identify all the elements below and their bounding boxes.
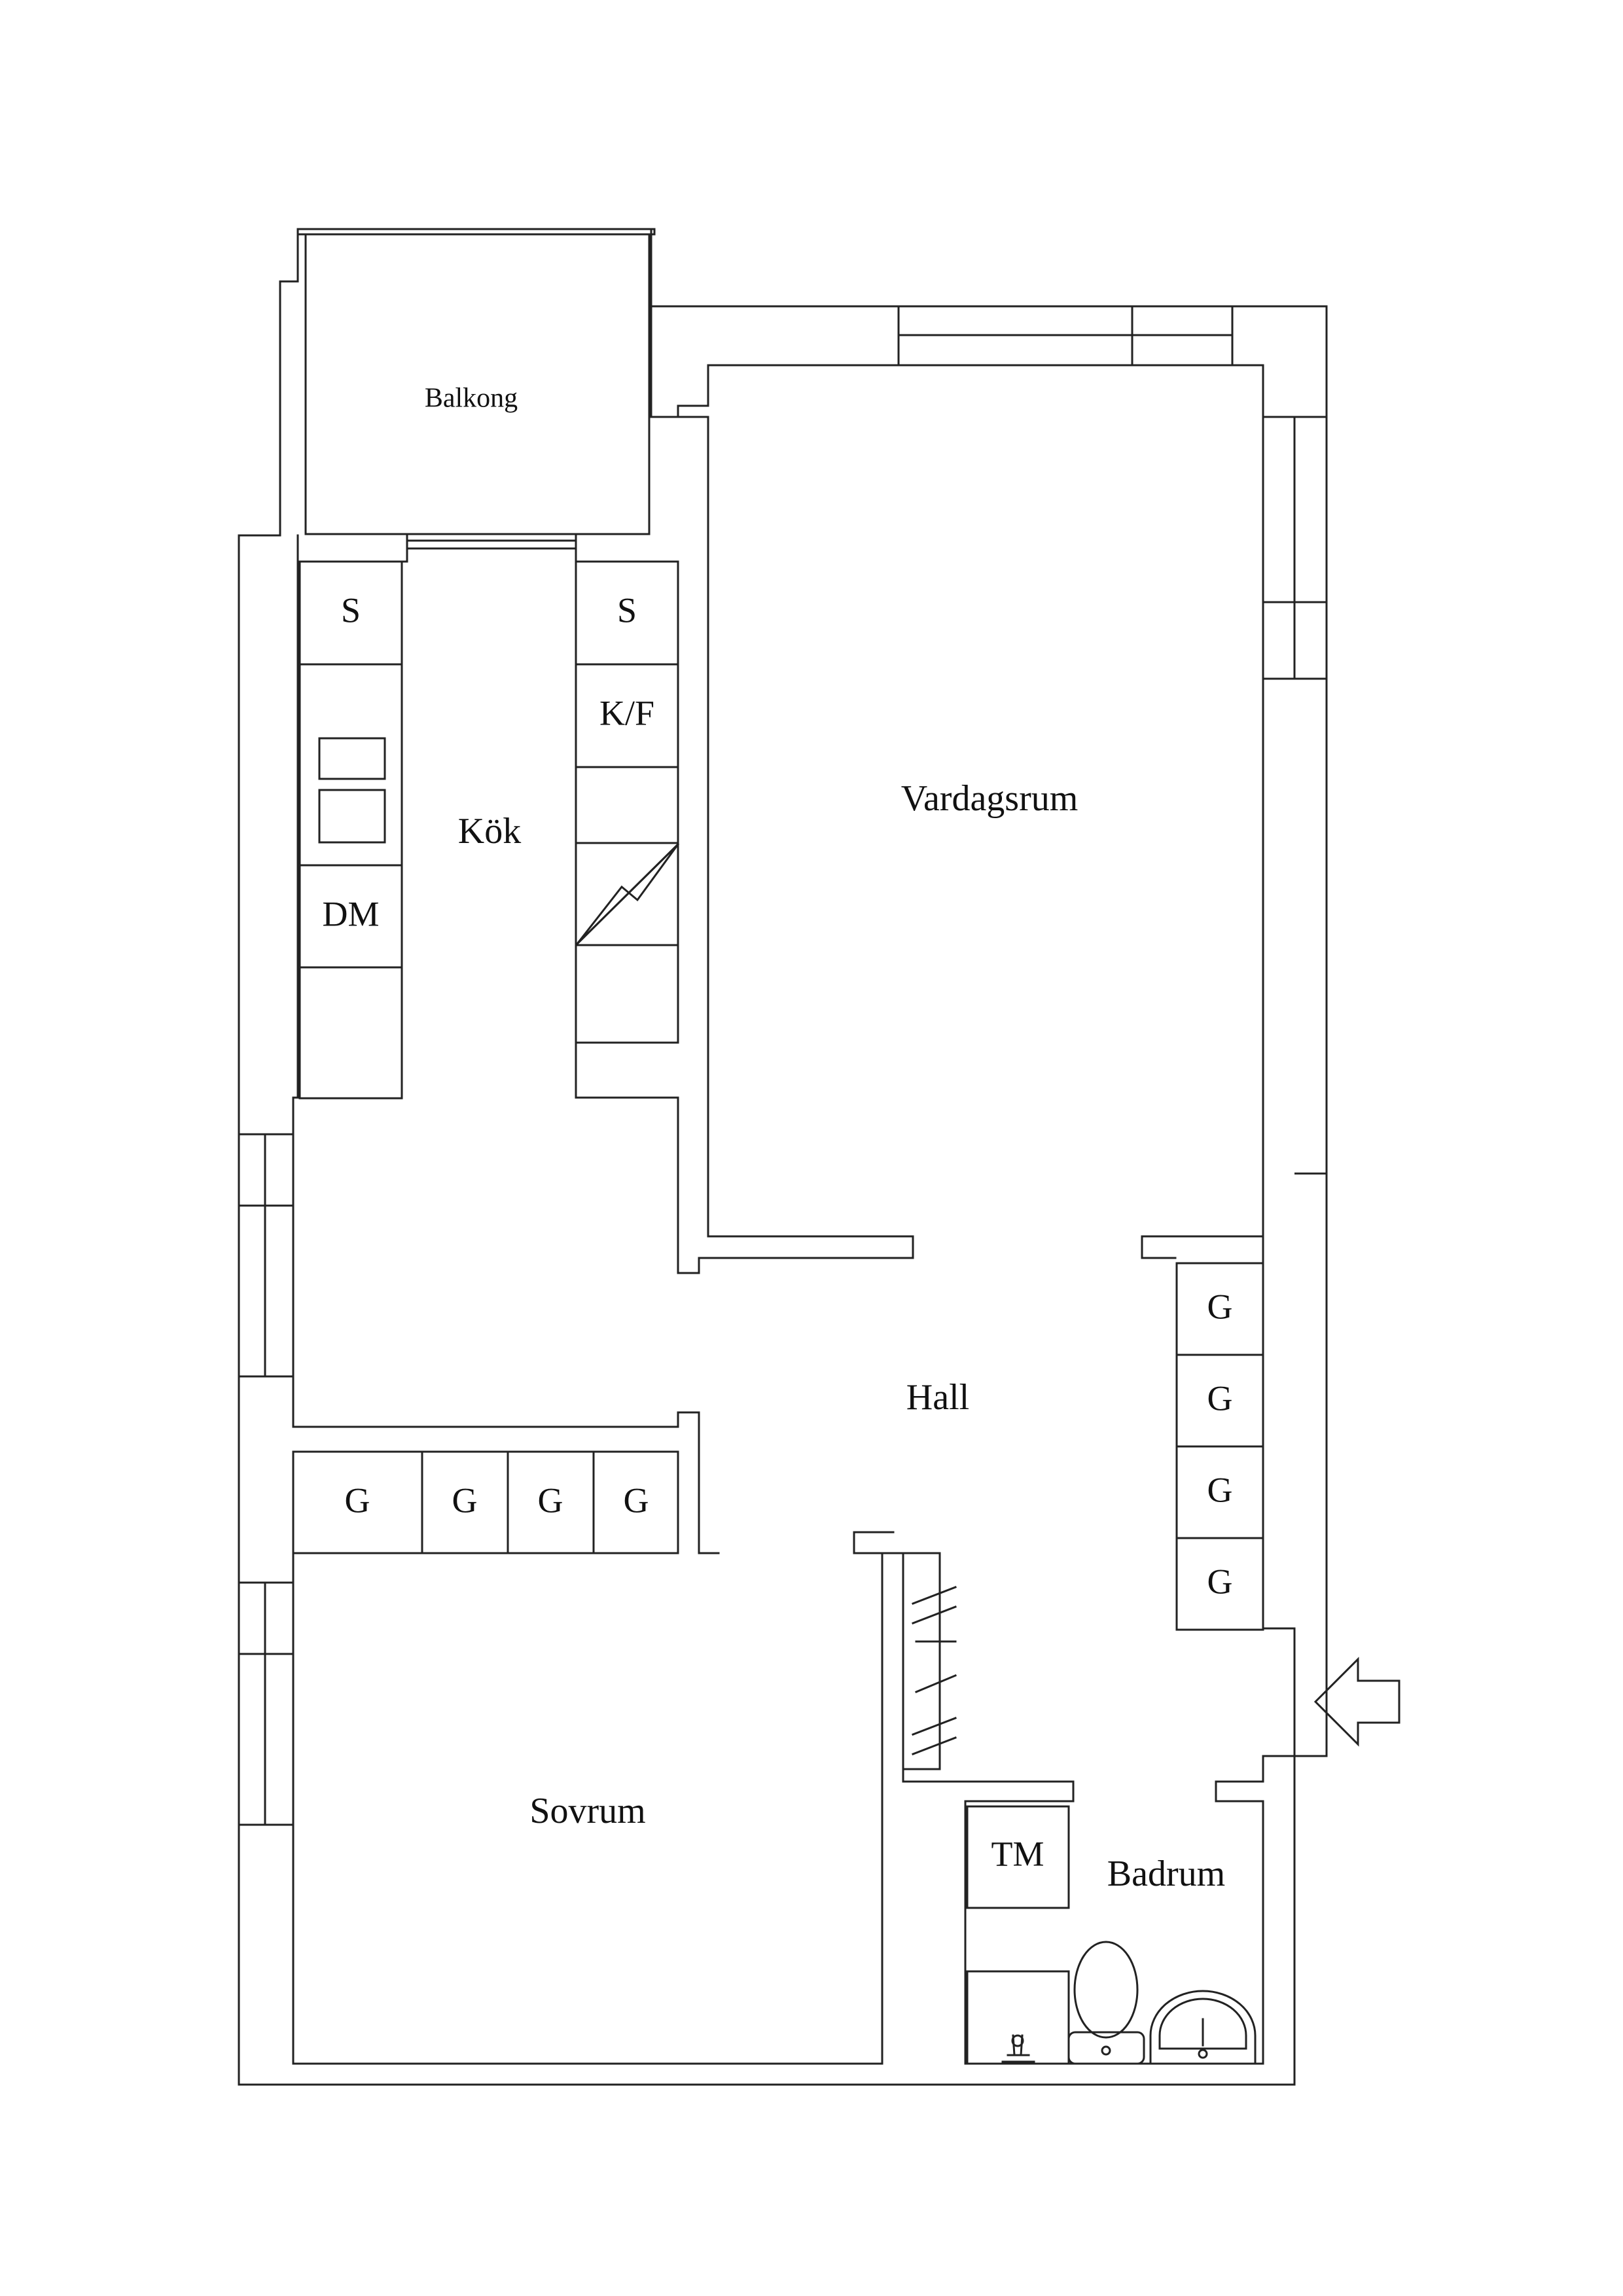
room-label-sovrum: Sovrum bbox=[529, 1791, 645, 1831]
room-label-balkong: Balkong bbox=[425, 384, 518, 414]
fridge-freezer-label: K/F bbox=[599, 693, 654, 732]
windows bbox=[238, 305, 1328, 1826]
stove-burner-top bbox=[318, 737, 386, 780]
cabinet-label-left-top: S bbox=[341, 590, 361, 630]
room-label-badrum: Badrum bbox=[1107, 1854, 1225, 1894]
wardrobe-label-bed-2: G bbox=[452, 1480, 478, 1520]
wardrobe-label-right-1: G bbox=[1207, 1287, 1233, 1326]
wardrobe-label-right-4: G bbox=[1207, 1562, 1233, 1601]
dishwasher-label: DM bbox=[322, 894, 379, 933]
wardrobe-label-right-2: G bbox=[1207, 1378, 1233, 1418]
room-label-vardagsrum: Vardagsrum bbox=[901, 778, 1079, 819]
cabinet-label-right-top: S bbox=[617, 590, 637, 630]
wardrobe-label-bed-1: G bbox=[345, 1480, 370, 1520]
wardrobe-label-bed-3: G bbox=[538, 1480, 563, 1520]
shower bbox=[966, 1970, 1070, 2065]
balcony: Balkong bbox=[296, 228, 656, 563]
room-label-kok: Kök bbox=[458, 811, 521, 852]
toilet-icon bbox=[1073, 1941, 1139, 2039]
sink-icon bbox=[1149, 1990, 1257, 2065]
wardrobe-label-right-3: G bbox=[1207, 1470, 1233, 1509]
coat-rack bbox=[902, 1552, 941, 1770]
wardrobe-label-bed-4: G bbox=[624, 1480, 649, 1520]
washing-machine-label: TM bbox=[991, 1834, 1044, 1873]
living-room: Vardagsrum bbox=[901, 778, 1079, 819]
washing-machine bbox=[966, 1805, 1070, 1909]
room-label-hall: Hall bbox=[906, 1377, 969, 1418]
hall: Hall G G G G bbox=[902, 1262, 1400, 1770]
entrance-arrow-icon bbox=[1313, 1657, 1400, 1747]
stove-burner-bottom bbox=[318, 789, 386, 844]
bedroom: G G G G Sovrum bbox=[292, 1450, 679, 1831]
kitchen: S DM S K/F Kök bbox=[298, 560, 680, 1100]
bathroom: TM Badrum bbox=[966, 1805, 1257, 2065]
exterior-walls bbox=[238, 228, 1328, 2086]
